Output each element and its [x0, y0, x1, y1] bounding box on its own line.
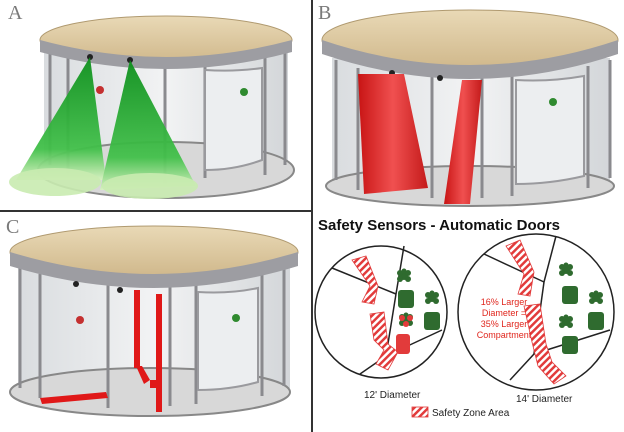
left-diameter-label: 12' Diameter	[364, 390, 421, 401]
comparison-note: 16% Larger Diameter = 35% Larger Compart…	[474, 297, 534, 341]
left-circle-diagram	[314, 245, 448, 379]
right-circle-diagram	[457, 233, 615, 391]
note-line: 35% Larger	[480, 319, 528, 329]
note-line: Compartment	[476, 330, 532, 340]
horizontal-divider	[0, 210, 311, 212]
note-line: 16% Larger	[480, 297, 528, 307]
panel-c-door	[9, 225, 299, 417]
panel-c-label: C	[6, 216, 20, 238]
panel-b-label: B	[318, 2, 332, 24]
diagram-title: Safety Sensors - Automatic Doors	[318, 217, 560, 234]
right-diameter-label: 14' Diameter	[516, 394, 573, 405]
note-line: Diameter =	[481, 308, 527, 318]
vertical-divider	[311, 0, 313, 432]
panel-a-label: A	[8, 2, 23, 24]
legend-swatch	[411, 406, 429, 418]
legend-label: Safety Zone Area	[432, 408, 510, 419]
panel-a-door	[9, 15, 295, 199]
panel-b-door	[321, 9, 619, 207]
